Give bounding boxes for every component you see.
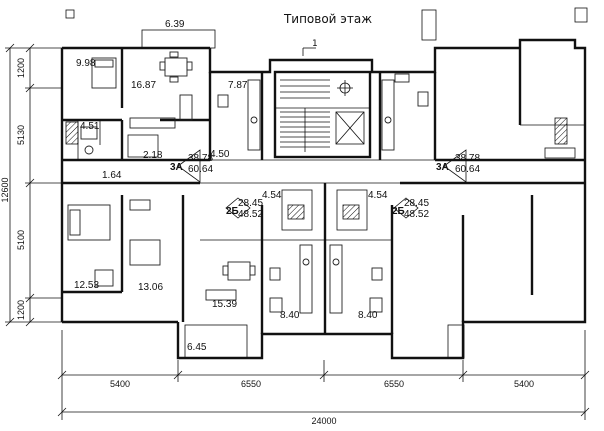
dim-overall: 24000 xyxy=(311,416,336,426)
dimension-bottom: 5400 6550 6550 5400 24000 xyxy=(57,330,590,426)
room-area-tl-bed: 9.98 xyxy=(76,58,96,69)
apt-3a-left-walls xyxy=(62,48,264,160)
dim-bottom-1: 5400 xyxy=(110,379,130,389)
dim-bottom-2: 6550 xyxy=(241,379,261,389)
apt-living-2b-left: 28.45 xyxy=(238,198,263,209)
room-area-tl-kitchen: 7.87 xyxy=(228,80,248,91)
room-area-tl-corridor: 2.18 xyxy=(143,150,163,161)
room-area-c-right: 4.54 xyxy=(368,190,388,201)
axis-marker: 1 xyxy=(302,39,318,56)
dimension-left: 1200 5130 5100 1200 12600 xyxy=(0,43,62,327)
dim-left-1: 1200 xyxy=(16,58,26,78)
dim-left-4: 1200 xyxy=(16,300,26,320)
bottom-walls xyxy=(62,183,534,334)
room-area-bl-bed: 12.53 xyxy=(74,280,99,291)
dim-left-3: 5100 xyxy=(16,230,26,250)
room-area-tl-hall: 4.50 xyxy=(210,149,230,160)
room-area-bl-kitchen-a: 8.40 xyxy=(280,310,300,321)
apt-total-2b-right: 48.52 xyxy=(404,209,429,220)
apt-total-3a-left: 60.64 xyxy=(188,164,213,175)
apartment-tags: 3А 38.78 60.64 3А 38.78 60.64 2Б 28.45 4… xyxy=(170,149,480,220)
apt-living-2b-right: 28.45 xyxy=(404,198,429,209)
building-outline xyxy=(60,7,588,360)
apt-3a-right-furniture xyxy=(381,73,429,151)
dim-left-total: 12600 xyxy=(0,177,10,202)
apt-3a-left-furniture xyxy=(80,51,261,155)
apt-living-3a-right: 38.78 xyxy=(455,153,480,164)
room-area-bl-living: 15.39 xyxy=(212,299,237,310)
room-area-c-left: 4.54 xyxy=(262,190,282,201)
room-area-tl-living: 16.87 xyxy=(131,80,156,91)
bottom-furniture xyxy=(67,199,383,314)
apt-type-2b-left: 2Б xyxy=(226,206,239,217)
central-corridor xyxy=(62,158,585,185)
dim-bottom-4: 5400 xyxy=(514,379,534,389)
room-area-bl-loggia: 6.45 xyxy=(187,342,207,353)
room-area-bl-kitchen-b: 8.40 xyxy=(358,310,378,321)
dim-bottom-3: 6550 xyxy=(384,379,404,389)
room-area-bl-wc: 1.64 xyxy=(102,170,122,181)
room-area-tl-bath: 4.51 xyxy=(80,121,100,132)
apt-type-3a-right: 3А xyxy=(436,162,449,173)
apt-living-3a-left: 38.78 xyxy=(188,153,213,164)
stair-and-lift xyxy=(273,70,372,159)
dim-left-2: 5130 xyxy=(16,125,26,145)
svg-text:1: 1 xyxy=(312,39,318,49)
room-areas: 9.98 16.87 7.87 2.18 6.39 4.51 4.50 4.54… xyxy=(74,19,388,353)
apt-3a-right-walls xyxy=(378,48,585,160)
apt-total-2b-left: 48.52 xyxy=(238,209,263,220)
room-area-bl-room: 13.06 xyxy=(138,282,163,293)
apt-type-2b-right: 2Б xyxy=(392,206,405,217)
apt-type-3a-left: 3А xyxy=(170,162,183,173)
apt-total-3a-right: 60.64 xyxy=(455,164,480,175)
room-area-tl-loggia: 6.39 xyxy=(165,19,185,30)
plan-title: Типовой этаж xyxy=(283,12,372,26)
